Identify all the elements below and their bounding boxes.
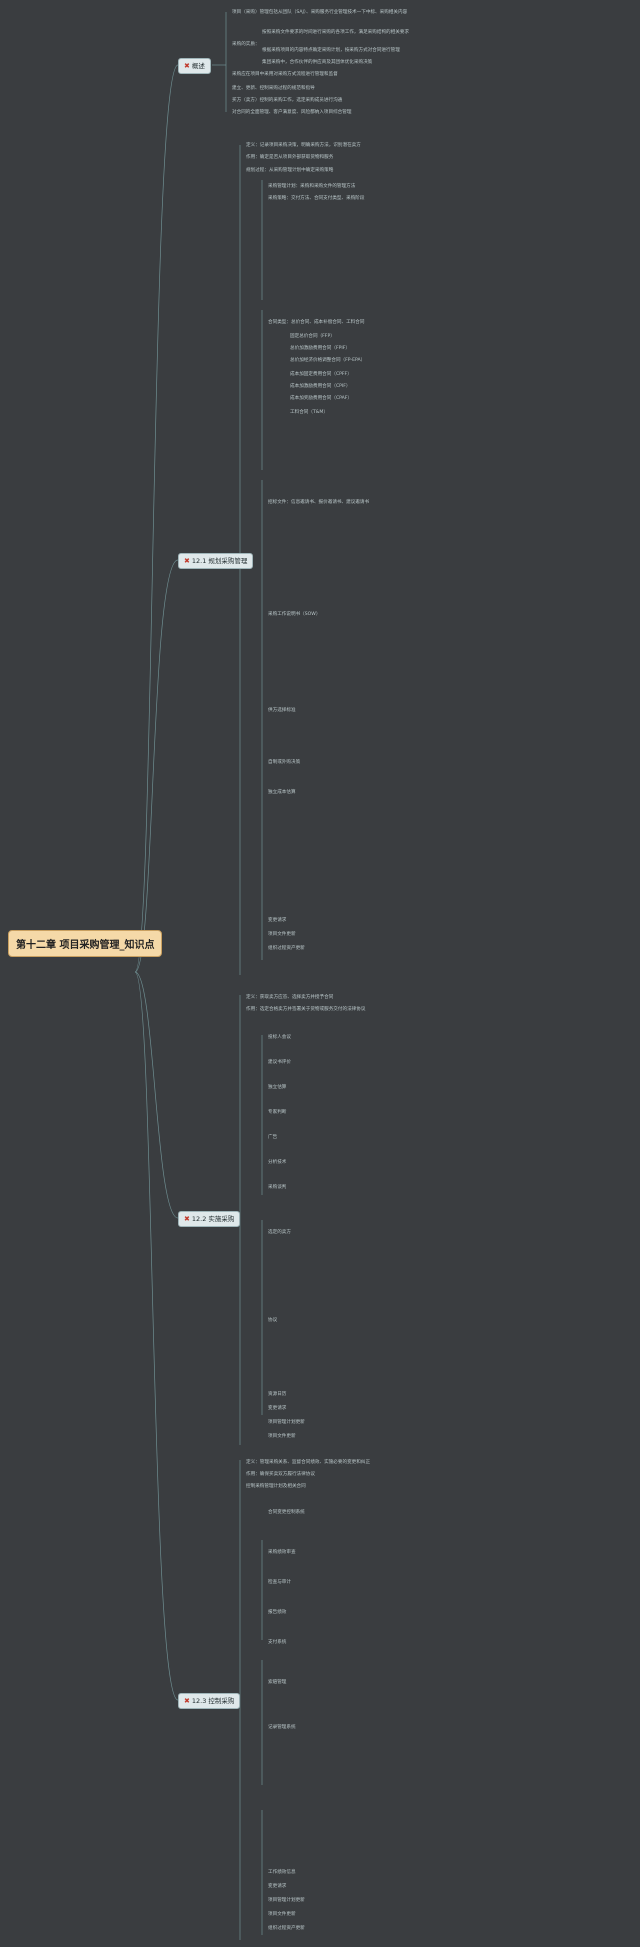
flag-icon: ✖ <box>184 62 190 70</box>
s3-note: 工作绩效信息 <box>268 1870 296 1875</box>
flag-icon: ✖ <box>184 1215 190 1223</box>
s3-note: 项目文件更新 <box>268 1912 296 1917</box>
section-overview[interactable]: ✖概述 <box>178 58 211 74</box>
section-label: 12.1 规划采购管理 <box>191 557 248 565</box>
section-12-1[interactable]: ✖12.1 规划采购管理 <box>178 553 254 569</box>
s3-note: 合同变更控制系统 <box>268 1510 305 1515</box>
s2-note: 独立估算 <box>268 1085 287 1090</box>
s3-note: 报告绩效 <box>268 1610 287 1615</box>
s1-note: 成本加固定费用合同（CPFF） <box>290 372 352 377</box>
s2-note: 投标人会议 <box>268 1035 291 1040</box>
overview-note: 集团采购中，合作伙伴的供应商及其团体优化采购决策 <box>262 60 373 65</box>
s1-note: 采购管理计划：采购和采购文件的管理方法 <box>268 184 356 189</box>
s3-note: 定义：管理采购关系、监督合同绩效、实施必要的变更和纠正 <box>246 1460 371 1465</box>
overview-note: 按照采购文件要求的时间进行采购的各项工作，满足采购结构的相关要求 <box>262 30 410 35</box>
s3-note: 控制采购管理计划及相关合同 <box>246 1484 306 1489</box>
s1-note: 固定总价合同（FFP） <box>290 334 335 339</box>
s1-note: 规划过程：从采购管理计划中确定采购策略 <box>246 168 334 173</box>
s2-note: 定义：获取卖方应答、选择卖方并授予合同 <box>246 995 334 1000</box>
s1-note: 定义：记录项目采购决策，明确采购方法，识别潜在卖方 <box>246 143 361 148</box>
s2-note: 选定的卖方 <box>268 1230 291 1235</box>
s1-note: 独立成本估算 <box>268 790 296 795</box>
s1-note: 变更请求 <box>268 918 287 923</box>
s1-note: 组织过程资产更新 <box>268 946 305 951</box>
section-12-3[interactable]: ✖12.3 控制采购 <box>178 1693 241 1709</box>
s2-note: 采购谈判 <box>268 1185 287 1190</box>
overview-note: 对合同的全面管理、客户满意度、风险都纳入项目综合管理 <box>232 110 352 115</box>
s2-note: 项目管理计划更新 <box>268 1420 305 1425</box>
s1-note: 供方选择标准 <box>268 708 296 713</box>
s1-note: 采购策略：交付方法、合同支付类型、采购阶段 <box>268 196 365 201</box>
overview-note: 项目（采购）管理包括从团队（SAJ）、采购服务行业管理技术一下中标、采购相关内容 <box>232 10 408 15</box>
s1-note: 项目文件更新 <box>268 932 296 937</box>
s2-note: 协议 <box>268 1318 278 1323</box>
s2-note: 专家判断 <box>268 1110 287 1115</box>
overview-note: 采购的实质： <box>232 42 260 47</box>
s2-note: 广告 <box>268 1135 278 1140</box>
flag-icon: ✖ <box>184 557 190 565</box>
s3-note: 检查与审计 <box>268 1580 291 1585</box>
flag-icon: ✖ <box>184 1697 190 1705</box>
overview-note: 采购应在项目中采用对采购方式流程进行管理和监督 <box>232 72 338 77</box>
s3-note: 支付系统 <box>268 1640 287 1645</box>
s1-note: 采购工作说明书（SOW） <box>268 612 321 617</box>
section-label: 12.3 控制采购 <box>191 1697 235 1705</box>
s1-note: 自制或外购决策 <box>268 760 301 765</box>
s1-note: 作用：确定是否从项目外部获取货物和服务 <box>246 155 334 160</box>
connector <box>134 559 179 973</box>
s1-note: 工料合同（T&M） <box>290 410 328 415</box>
connector <box>134 971 179 1219</box>
section-12-2[interactable]: ✖12.2 实施采购 <box>178 1211 241 1227</box>
overview-note: 建立、更新、控制采购过程的规范和指导 <box>232 86 315 91</box>
s2-note: 作用：选定合格卖方并签署关于货物或服务交付的法律协议 <box>246 1007 366 1012</box>
s1-note: 总价加激励费用合同（FPIF） <box>290 346 350 351</box>
s1-note: 成本加奖励费用合同（CPAF） <box>290 396 353 401</box>
s3-note: 变更请求 <box>268 1884 287 1889</box>
s3-note: 作用：确保买卖双方履行法律协议 <box>246 1472 315 1477</box>
s3-note: 采购绩效审查 <box>268 1550 296 1555</box>
root-node[interactable]: 第十二章 项目采购管理_知识点 <box>8 930 163 957</box>
overview-note: 买方（卖方）控制的采购工作，选定采购成员进行沟通 <box>232 98 343 103</box>
s2-note: 资源日历 <box>268 1392 287 1397</box>
s2-note: 建议书评价 <box>268 1060 291 1065</box>
connector <box>134 64 179 973</box>
s1-note: 总价加经济价格调整合同（FP-EPA） <box>290 358 366 363</box>
s3-note: 组织过程资产更新 <box>268 1926 305 1931</box>
s2-note: 项目文件更新 <box>268 1434 296 1439</box>
s3-note: 项目管理计划更新 <box>268 1898 305 1903</box>
section-label: 12.2 实施采购 <box>191 1215 235 1223</box>
section-label: 概述 <box>191 62 205 70</box>
connector <box>134 971 179 1701</box>
s1-note: 招标文件：信息邀请书、报价邀请书、建议邀请书 <box>268 500 370 505</box>
s1-note: 成本加激励费用合同（CPIF） <box>290 384 351 389</box>
s2-note: 变更请求 <box>268 1406 287 1411</box>
overview-note: 根据采购项目的内容特点确定采购计划，按采购方式对合同进行管理 <box>262 48 400 53</box>
s3-note: 记录管理系统 <box>268 1725 296 1730</box>
s3-note: 索赔管理 <box>268 1680 287 1685</box>
s2-note: 分析技术 <box>268 1160 287 1165</box>
s1-note: 合同类型：总价合同、成本补偿合同、工料合同 <box>268 320 365 325</box>
